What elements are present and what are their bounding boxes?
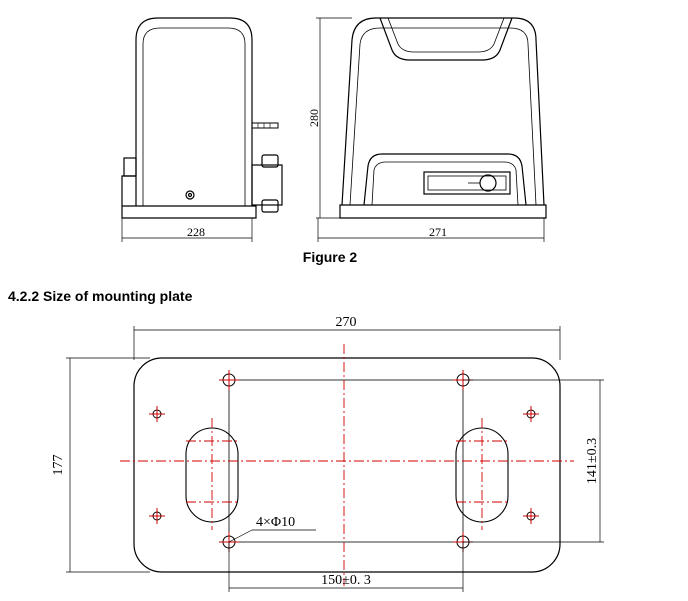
height-label: 280 (307, 109, 321, 127)
plate-width-label: 270 (336, 315, 357, 330)
mounting-plate-outline (133, 357, 561, 573)
fixing-hole (523, 406, 539, 422)
side-width-dimension (121, 218, 253, 242)
fixing-hole (523, 508, 539, 524)
front-view-drawing (339, 17, 547, 219)
height-dimension (316, 17, 352, 219)
plate-width-dimension (133, 326, 561, 360)
figure-caption: Figure 2 (303, 249, 358, 265)
hole-horizontal-label: 150±0. 3 (321, 573, 371, 588)
front-width-dimension (317, 218, 545, 242)
hole-horizontal-dimension (228, 542, 464, 592)
front-width-label: 271 (429, 225, 447, 239)
side-width-label: 228 (187, 225, 205, 239)
fixing-hole (149, 508, 165, 524)
section-heading: 4.2.2 Size of mounting plate (8, 288, 193, 304)
plate-height-dimension (66, 357, 150, 573)
center-lines (120, 344, 574, 586)
hole-vertical-label: 141±0.3 (585, 438, 600, 484)
plate-height-label: 177 (51, 455, 66, 476)
side-view-drawing (121, 17, 283, 219)
mounting-hole (219, 370, 239, 390)
hole-note-label: 4×Φ10 (256, 515, 295, 530)
fixing-hole (149, 406, 165, 422)
hole-note-leader (228, 529, 316, 543)
hole-vertical-dimension (463, 379, 604, 543)
